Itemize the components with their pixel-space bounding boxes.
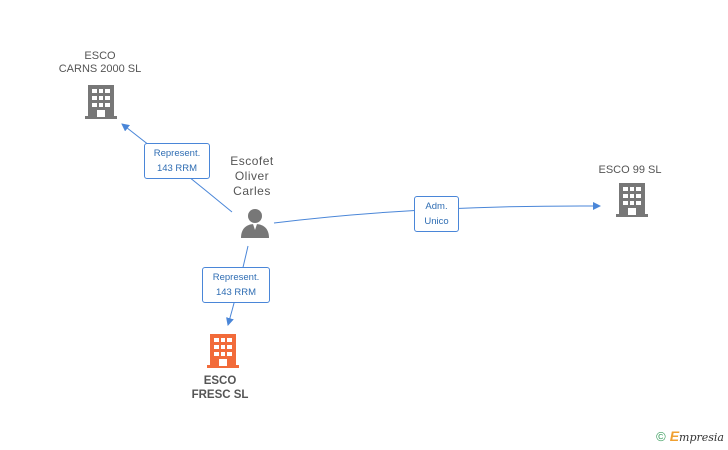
edge-label-line2: Unico xyxy=(424,216,449,227)
edge-label-line1: Represent. xyxy=(153,148,201,159)
node-label-esco-carns: ESCO CARNS 2000 SL xyxy=(58,50,142,75)
building-icon[interactable] xyxy=(616,183,648,222)
node-label-esco-fresc: ESCO FRESC SL xyxy=(191,375,249,401)
building-icon[interactable] xyxy=(85,85,117,124)
edge-label-line2: 143 RRM xyxy=(156,163,198,174)
copyright-symbol: © xyxy=(656,429,666,444)
brand-name: mpresia xyxy=(679,431,724,444)
node-label-esco-99: ESCO 99 SL xyxy=(598,164,662,176)
edge-label-represent-fresc: Represent. 143 RRM xyxy=(202,267,270,303)
person-icon[interactable] xyxy=(240,208,270,243)
edge-label-line1: Adm. xyxy=(425,201,448,212)
node-label-person: Escofet Oliver Carles xyxy=(230,154,274,198)
edge-label-adm-unico: Adm. Unico xyxy=(414,196,459,232)
edge-label-line1: Represent. xyxy=(212,272,260,283)
edge-label-represent-carns: Represent. 143 RRM xyxy=(144,143,210,179)
footer-brand: ©Empresia xyxy=(656,428,724,444)
building-icon[interactable] xyxy=(207,334,239,373)
brand-logo-initial: E xyxy=(669,428,680,444)
edge-label-line2: 143 RRM xyxy=(215,287,257,298)
